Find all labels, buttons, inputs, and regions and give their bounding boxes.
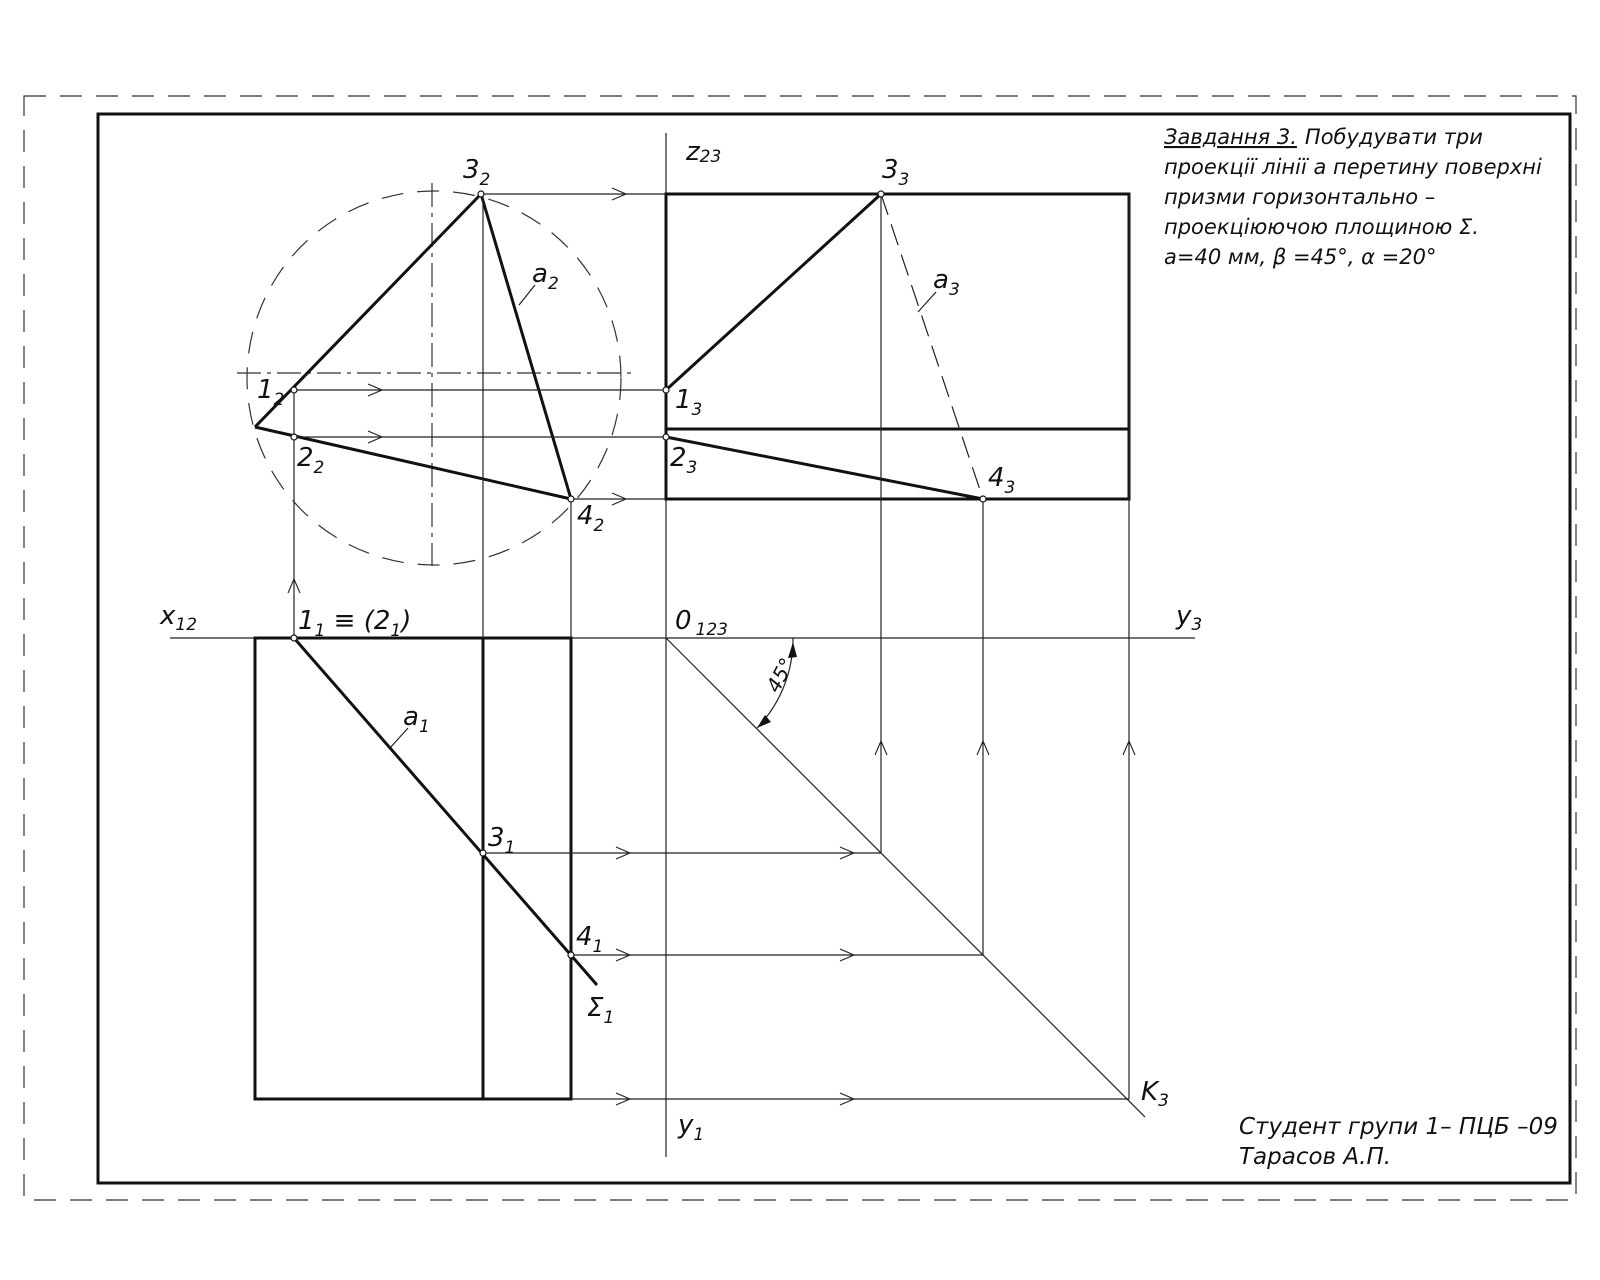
label-point-3-2: 32 bbox=[463, 155, 490, 190]
label-point-3-3: 33 bbox=[882, 155, 909, 190]
arrow-up bbox=[1122, 739, 1136, 756]
label-point-2-3: 23 bbox=[670, 443, 697, 478]
label-point-3-1: 31 bbox=[488, 823, 515, 858]
arrow-up bbox=[874, 739, 888, 756]
task-line-3: призми горизонтально – bbox=[1164, 185, 1435, 209]
arrow-right bbox=[839, 948, 856, 962]
label-point-k3: K3 bbox=[1141, 1077, 1169, 1111]
label-sigma-1: Σ1 bbox=[587, 993, 614, 1028]
arrow-right bbox=[611, 492, 628, 506]
point-marker bbox=[290, 433, 298, 441]
task-title: Завдання 3. bbox=[1164, 125, 1297, 149]
point-marker bbox=[662, 386, 670, 394]
profile-rect bbox=[664, 192, 1131, 501]
arrow-right bbox=[367, 383, 384, 397]
section-line-a3-lower bbox=[665, 435, 984, 501]
point-marker bbox=[290, 634, 298, 642]
triangle-edge-1 bbox=[253, 192, 483, 429]
arrow-up bbox=[287, 577, 301, 594]
label-line-a3: a3 bbox=[933, 265, 960, 300]
triangle-edge-2 bbox=[254, 425, 572, 501]
label-line-a1: a1 bbox=[403, 702, 430, 737]
label-point-4-1: 41 bbox=[576, 922, 603, 957]
point-markers bbox=[290, 190, 987, 959]
arrow-right bbox=[615, 1092, 632, 1106]
signature-line-2: Тарасов А.П. bbox=[1239, 1144, 1391, 1170]
triangle-edge-3 bbox=[479, 193, 573, 500]
leader-a2 bbox=[518, 284, 536, 306]
label-axis-y1: y1 bbox=[677, 1110, 704, 1145]
angle-arrow-top bbox=[788, 642, 797, 658]
point-marker bbox=[567, 495, 575, 503]
task-text-block: Завдання 3.Побудувати три проекції лінії… bbox=[1164, 125, 1542, 269]
label-point-1-1: 11 ≡ (21) bbox=[298, 606, 411, 641]
task-params: a=40 мм, β =45°, α =20° bbox=[1164, 245, 1436, 269]
prism-base-circle bbox=[246, 190, 622, 566]
label-point-2-2: 22 bbox=[297, 443, 324, 478]
arrow-right bbox=[367, 430, 384, 444]
arrow-right bbox=[611, 187, 628, 201]
label-point-4-2: 42 bbox=[577, 501, 604, 536]
outer-dashed-border bbox=[23, 95, 1577, 1201]
constant-line-45 bbox=[665, 637, 1146, 1118]
label-line-a2: a2 bbox=[532, 259, 559, 294]
label-axis-y3: y3 bbox=[1175, 601, 1202, 635]
task-line-2: проекції лінії a перетину поверхні bbox=[1164, 155, 1542, 179]
signature-block: Студент групи 1– ПЦБ –09 Тарасов А.П. bbox=[1239, 1114, 1558, 1170]
point-marker bbox=[290, 386, 298, 394]
sigma-trace bbox=[292, 637, 599, 986]
arrow-right bbox=[615, 948, 632, 962]
point-marker bbox=[979, 495, 987, 503]
point-marker bbox=[477, 190, 485, 198]
label-point-1-2: 12 bbox=[257, 375, 284, 410]
direction-arrows bbox=[287, 187, 1136, 1106]
label-angle-45: 45° bbox=[761, 654, 799, 697]
arrow-up bbox=[976, 739, 990, 756]
point-marker bbox=[877, 190, 885, 198]
task-line-4: проекціюючою площиною Σ. bbox=[1164, 215, 1479, 239]
section-line-a3-hidden bbox=[880, 193, 984, 500]
label-axis-z23: z23 bbox=[685, 137, 721, 167]
arrow-right bbox=[615, 846, 632, 860]
label-point-1-3: 13 bbox=[675, 385, 702, 420]
point-marker bbox=[479, 849, 487, 857]
leader-a1 bbox=[389, 727, 409, 749]
leader-a3 bbox=[917, 291, 937, 313]
arrow-right bbox=[839, 1092, 856, 1106]
plan-rect bbox=[253, 636, 573, 1101]
drawing-frame bbox=[96, 112, 1572, 1185]
section-line-a3-upper bbox=[664, 192, 883, 392]
point-marker bbox=[662, 433, 670, 441]
label-axis-x12: x12 bbox=[159, 601, 197, 635]
label-point-4-3: 43 bbox=[988, 463, 1015, 498]
signature-line-1: Студент групи 1– ПЦБ –09 bbox=[1239, 1114, 1558, 1140]
task-title-line: Завдання 3.Побудувати три bbox=[1164, 125, 1483, 149]
point-marker bbox=[567, 951, 575, 959]
arrow-right bbox=[839, 846, 856, 860]
angle-arrow-bottom bbox=[757, 715, 771, 728]
